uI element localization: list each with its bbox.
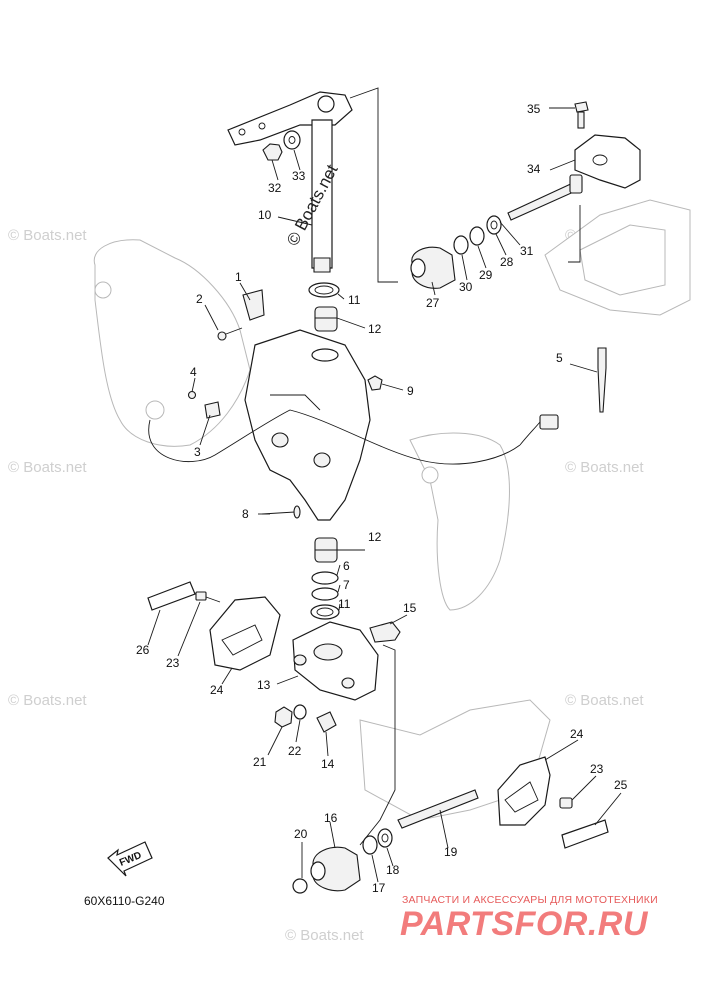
nut-21	[274, 706, 293, 728]
callout-25: 25	[614, 778, 628, 792]
mount-24-left	[209, 596, 281, 671]
upper-case-ghost	[544, 199, 691, 316]
callout-labels: 1 2 3 4 5 6 7 8 9 10 11 11 12 12 13 14 1…	[136, 102, 628, 895]
callout-23-right: 23	[590, 762, 604, 776]
callout-22: 22	[288, 744, 302, 758]
callout-4: 4	[190, 365, 197, 379]
stopper-15	[369, 621, 401, 643]
callout-19: 19	[444, 845, 458, 859]
washer-30	[453, 235, 469, 255]
callout-17: 17	[372, 881, 386, 895]
steering-arm	[227, 91, 353, 273]
callout-28: 28	[500, 255, 514, 269]
callout-35: 35	[527, 102, 541, 116]
brand-logo[interactable]: PARTSFOR.RU	[400, 905, 648, 943]
bolt-35	[574, 101, 589, 129]
callout-12-upper: 12	[368, 322, 382, 336]
watermark: © Boats.net	[8, 692, 87, 709]
callout-33: 33	[292, 169, 306, 183]
screw-2	[217, 327, 243, 341]
watermark: © Boats.net	[565, 459, 644, 476]
diagram-code: 60X6110-G240	[84, 894, 165, 908]
callout-16: 16	[324, 811, 338, 825]
callout-29: 29	[479, 268, 493, 282]
callout-12-lower: 12	[368, 530, 382, 544]
callout-34: 34	[527, 162, 541, 176]
washer-17	[362, 835, 378, 855]
callout-23-left: 23	[166, 656, 180, 670]
watermark: © Boats.net	[8, 459, 87, 476]
steering-bracket-13	[292, 621, 379, 701]
bolt-19	[397, 789, 479, 829]
callout-30: 30	[459, 280, 473, 294]
callout-8: 8	[242, 507, 249, 521]
screw-8	[261, 505, 301, 519]
callout-20: 20	[294, 827, 308, 841]
connector	[539, 414, 559, 430]
callout-14: 14	[321, 757, 335, 771]
ring-7	[311, 587, 339, 601]
mount-rubber-27	[410, 246, 456, 289]
ring-6	[311, 571, 339, 585]
clamp-3	[204, 401, 221, 419]
washer-29	[469, 226, 485, 246]
clamp-bracket-ghost	[409, 432, 510, 611]
mount-24-right	[497, 756, 551, 826]
ring-11-lower	[310, 604, 340, 620]
clip-14	[316, 711, 337, 733]
callout-18: 18	[386, 863, 400, 877]
swivel-bracket-ghost	[93, 239, 251, 447]
bushing-12-upper	[314, 306, 338, 332]
callout-1: 1	[235, 270, 242, 284]
brand-tagline: ЗАПЧАСТИ И АКСЕССУАРЫ ДЛЯ МОТОТЕХНИКИ	[402, 894, 658, 906]
callout-10: 10	[258, 208, 272, 222]
cable-tie-5	[597, 347, 607, 413]
callout-13: 13	[257, 678, 271, 692]
callout-15: 15	[403, 601, 417, 615]
watermark-layer: © Boats.net © Boats.net © Boats.net © Bo…	[8, 227, 644, 944]
callout-11-upper: 11	[348, 293, 361, 307]
callout-31: 31	[520, 244, 534, 258]
bushing-12-lower	[314, 537, 338, 563]
callout-32: 32	[268, 181, 282, 195]
callout-7: 7	[343, 578, 350, 592]
nut-9	[367, 375, 383, 391]
watermark: © Boats.net	[285, 927, 364, 944]
callout-5: 5	[556, 351, 563, 365]
callout-11-lower: 11	[338, 597, 351, 611]
watermark: © Boats.net	[8, 227, 87, 244]
washer-33	[283, 130, 301, 150]
washer-18	[377, 828, 393, 848]
callout-27: 27	[426, 296, 440, 310]
screw-4	[187, 390, 197, 400]
bolt-23-left	[195, 591, 221, 603]
washer-22	[293, 704, 307, 720]
callout-2: 2	[196, 292, 203, 306]
callout-3: 3	[194, 445, 201, 459]
swivel-housing	[244, 329, 371, 521]
bolt-23-right	[559, 797, 573, 809]
bolt-31	[507, 174, 583, 221]
washer-28	[486, 215, 502, 235]
watermark: © Boats.net	[565, 692, 644, 709]
callout-24-right: 24	[570, 727, 584, 741]
nut-32	[262, 143, 283, 161]
plate-26	[147, 581, 196, 611]
callout-24-left: 24	[210, 683, 224, 697]
callout-6: 6	[343, 559, 350, 573]
washer-20	[292, 878, 308, 894]
callout-26: 26	[136, 643, 150, 657]
ring-11-upper	[308, 282, 340, 298]
clip-1	[242, 289, 265, 321]
callout-21: 21	[253, 755, 267, 769]
plate-25	[561, 819, 609, 849]
callout-9: 9	[407, 384, 414, 398]
fwd-arrow-icon: FWD	[107, 841, 153, 877]
mount-rubber-16	[310, 846, 361, 892]
callout-leaders	[147, 107, 622, 883]
mount-bracket-34	[574, 134, 641, 189]
